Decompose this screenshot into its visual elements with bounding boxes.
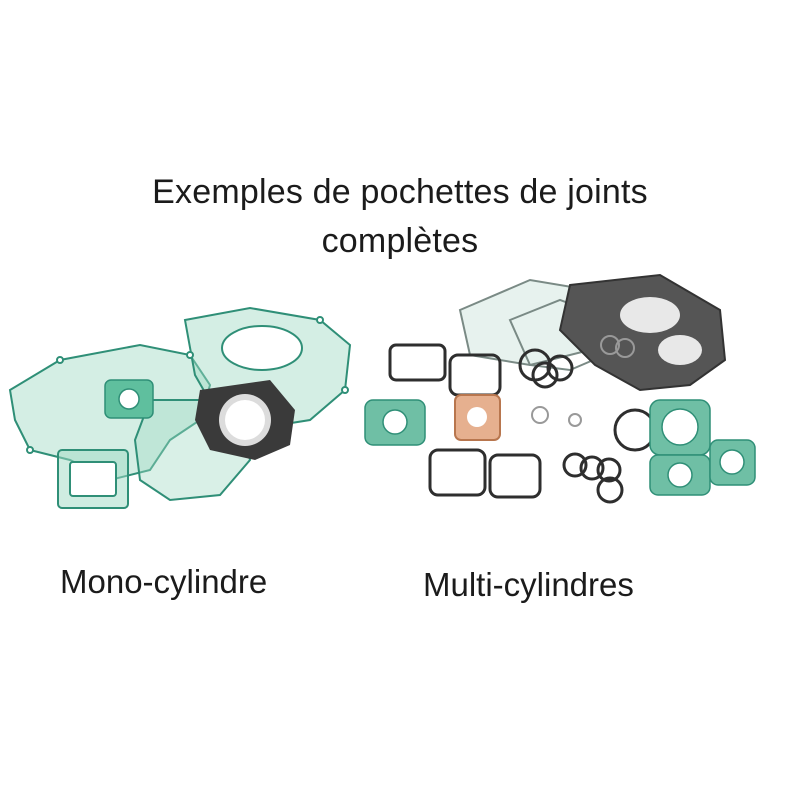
multi-cylinder-gasket-photo	[364, 273, 756, 504]
title-line-1: Exemples de pochettes de joints	[152, 173, 648, 211]
mono-cylinder-gasket-photo	[8, 306, 352, 509]
title-line-2: complètes	[321, 222, 479, 260]
caption-mono-cylindre: Mono-cylindre	[60, 563, 268, 600]
caption-multi-cylindres: Multi-cylindres	[423, 566, 634, 603]
